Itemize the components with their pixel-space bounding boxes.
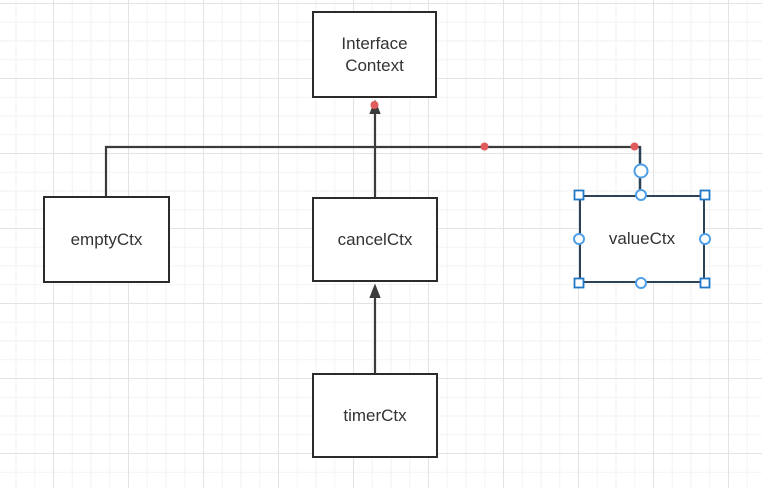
edge-branch-connector[interactable] [104,142,641,197]
node-label: timerCtx [343,405,407,425]
fixed-connection-dot [480,142,489,151]
node-label: Interface Context [341,34,408,75]
node-label: valueCtx [608,229,676,249]
arrowhead-icon [369,283,381,298]
node-timerctx[interactable]: timerCtx [312,373,438,458]
edge-timerctx-to-cancelctx[interactable] [369,283,381,374]
fixed-connection-dot [630,142,639,151]
node-emptyctx[interactable]: emptyCtx [43,196,170,283]
node-cancelctx[interactable]: cancelCtx [312,197,438,282]
node-label: cancelCtx [337,229,413,249]
node-valuectx[interactable]: valueCtx [579,195,705,283]
node-interface-context[interactable]: Interface Context [312,11,437,98]
fixed-connection-dot [370,101,379,109]
edge-line[interactable] [104,145,641,196]
edge-cancelctx-to-interface[interactable] [369,99,381,198]
node-label: emptyCtx [70,229,143,249]
